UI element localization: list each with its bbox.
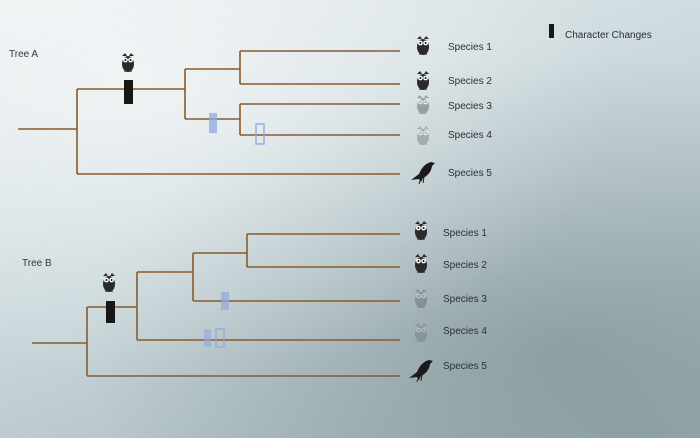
tree-b-character-changes <box>106 292 229 348</box>
tree-b-species-icons <box>408 220 434 383</box>
tree-a-species-1: Species 1 <box>448 42 492 53</box>
tree-a-title: Tree A <box>9 49 38 60</box>
tree-b-species-5: Species 5 <box>443 361 487 372</box>
character-change-outline <box>215 328 225 348</box>
faded-owl-icon <box>416 125 430 146</box>
faded-owl-icon <box>414 322 428 343</box>
character-change-outline <box>255 123 265 145</box>
tree-b-branches <box>32 233 400 377</box>
character-change-solid <box>106 301 115 323</box>
character-change-faded <box>204 329 211 347</box>
faded-owl-icon <box>416 94 430 115</box>
owl-icon <box>414 253 428 274</box>
character-change-faded <box>221 292 229 310</box>
owl-icon <box>416 35 430 56</box>
tree-a-species-icons <box>410 35 436 185</box>
tree-a-species-4: Species 4 <box>448 130 492 141</box>
tree-b-species-1: Species 1 <box>443 228 487 239</box>
tree-a-species-labels: Species 1 Species 2 Species 3 Species 4 … <box>448 42 492 179</box>
legend-label: Character Changes <box>565 30 652 41</box>
tree-b-species-4: Species 4 <box>443 326 487 337</box>
owl-icon <box>102 272 116 293</box>
character-change-faded <box>209 113 217 133</box>
tree-b-species-3: Species 3 <box>443 294 487 305</box>
tree-b-species-labels: Species 1 Species 2 Species 3 Species 4 … <box>443 228 487 372</box>
faded-owl-icon <box>414 288 428 309</box>
tree-a-branches <box>18 50 400 175</box>
tree-a-species-2: Species 2 <box>448 76 492 87</box>
tree-b-species-2: Species 2 <box>443 260 487 271</box>
tree-a-species-3: Species 3 <box>448 101 492 112</box>
character-change-solid <box>124 80 133 104</box>
owl-icon <box>416 70 430 91</box>
legend-swatch <box>549 24 554 38</box>
owl-icon <box>121 52 135 73</box>
crow-icon <box>410 161 436 185</box>
tree-a-species-5: Species 5 <box>448 168 492 179</box>
tree-a-character-changes <box>124 80 265 145</box>
tree-b-title: Tree B <box>22 258 52 269</box>
crow-icon <box>408 359 434 383</box>
owl-icon <box>414 220 428 241</box>
